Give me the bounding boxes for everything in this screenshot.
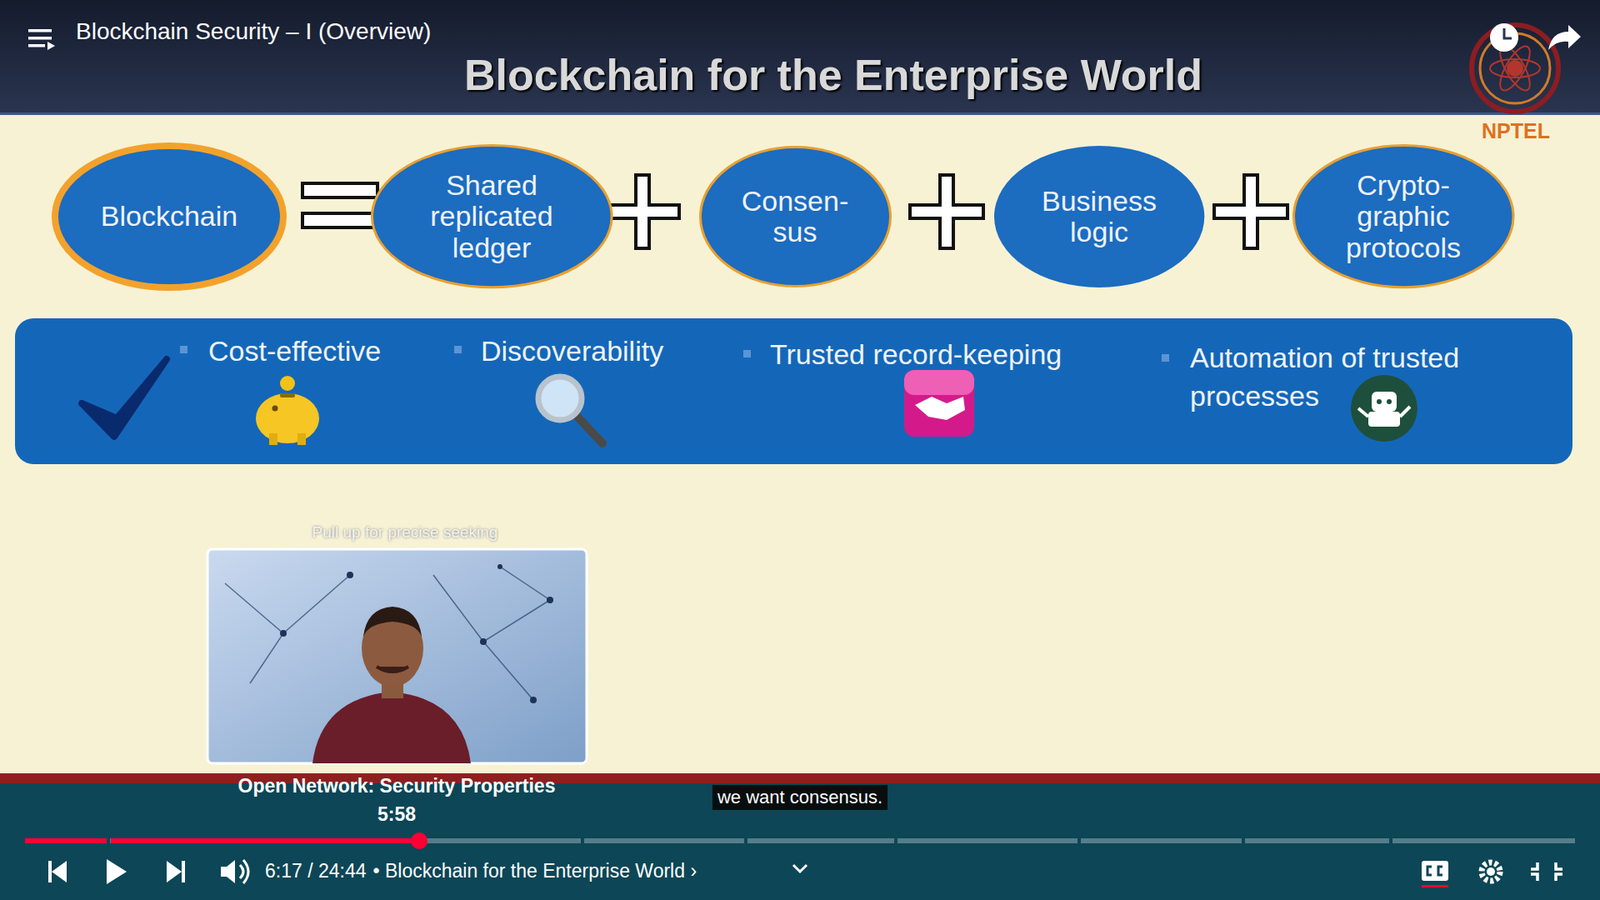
chapter-title: Open Network: Security Properties xyxy=(238,775,556,798)
benefits-band: Cost-effective Discoverability Trusted rec… xyxy=(15,318,1573,465)
caption-text: we want consensus. xyxy=(717,786,883,809)
ellipse-node: Blockchain xyxy=(50,141,288,292)
benefit-text: Discoverability xyxy=(480,331,664,370)
benefit-text: Cost-effective xyxy=(208,331,381,370)
chapter-time: 5:58 xyxy=(377,803,416,826)
chapter-link: • Blockchain for the Enterprise World › xyxy=(373,860,698,883)
ellipse-node: Crypto- graphic protocols xyxy=(1291,143,1516,290)
node-text: Crypto- graphic protocols xyxy=(1330,170,1477,264)
slide-title: Blockchain for the Enterprise World xyxy=(0,50,1600,100)
ellipse-node: Shared replicated ledger xyxy=(370,143,615,290)
video-title: Blockchain Security – I (Overview) xyxy=(75,18,431,45)
node-text: Shared replicated ledger xyxy=(411,170,572,264)
logo-text: NPTEL xyxy=(1481,119,1550,144)
benefit-text: Automation of trusted processes xyxy=(1190,338,1540,415)
ellipse-node: Business logic xyxy=(993,145,1205,289)
node-text: Business logic xyxy=(1030,185,1168,249)
node-text: Blockchain xyxy=(100,200,238,232)
seek-hint: Pull up for precise seeking xyxy=(312,523,499,542)
ellipse-node: Consen- sus xyxy=(698,145,893,289)
time-display: 6:17 / 24:44 xyxy=(265,860,367,883)
benefit-text: Trusted record-keeping xyxy=(770,335,1062,374)
node-text: Consen- sus xyxy=(732,185,858,249)
